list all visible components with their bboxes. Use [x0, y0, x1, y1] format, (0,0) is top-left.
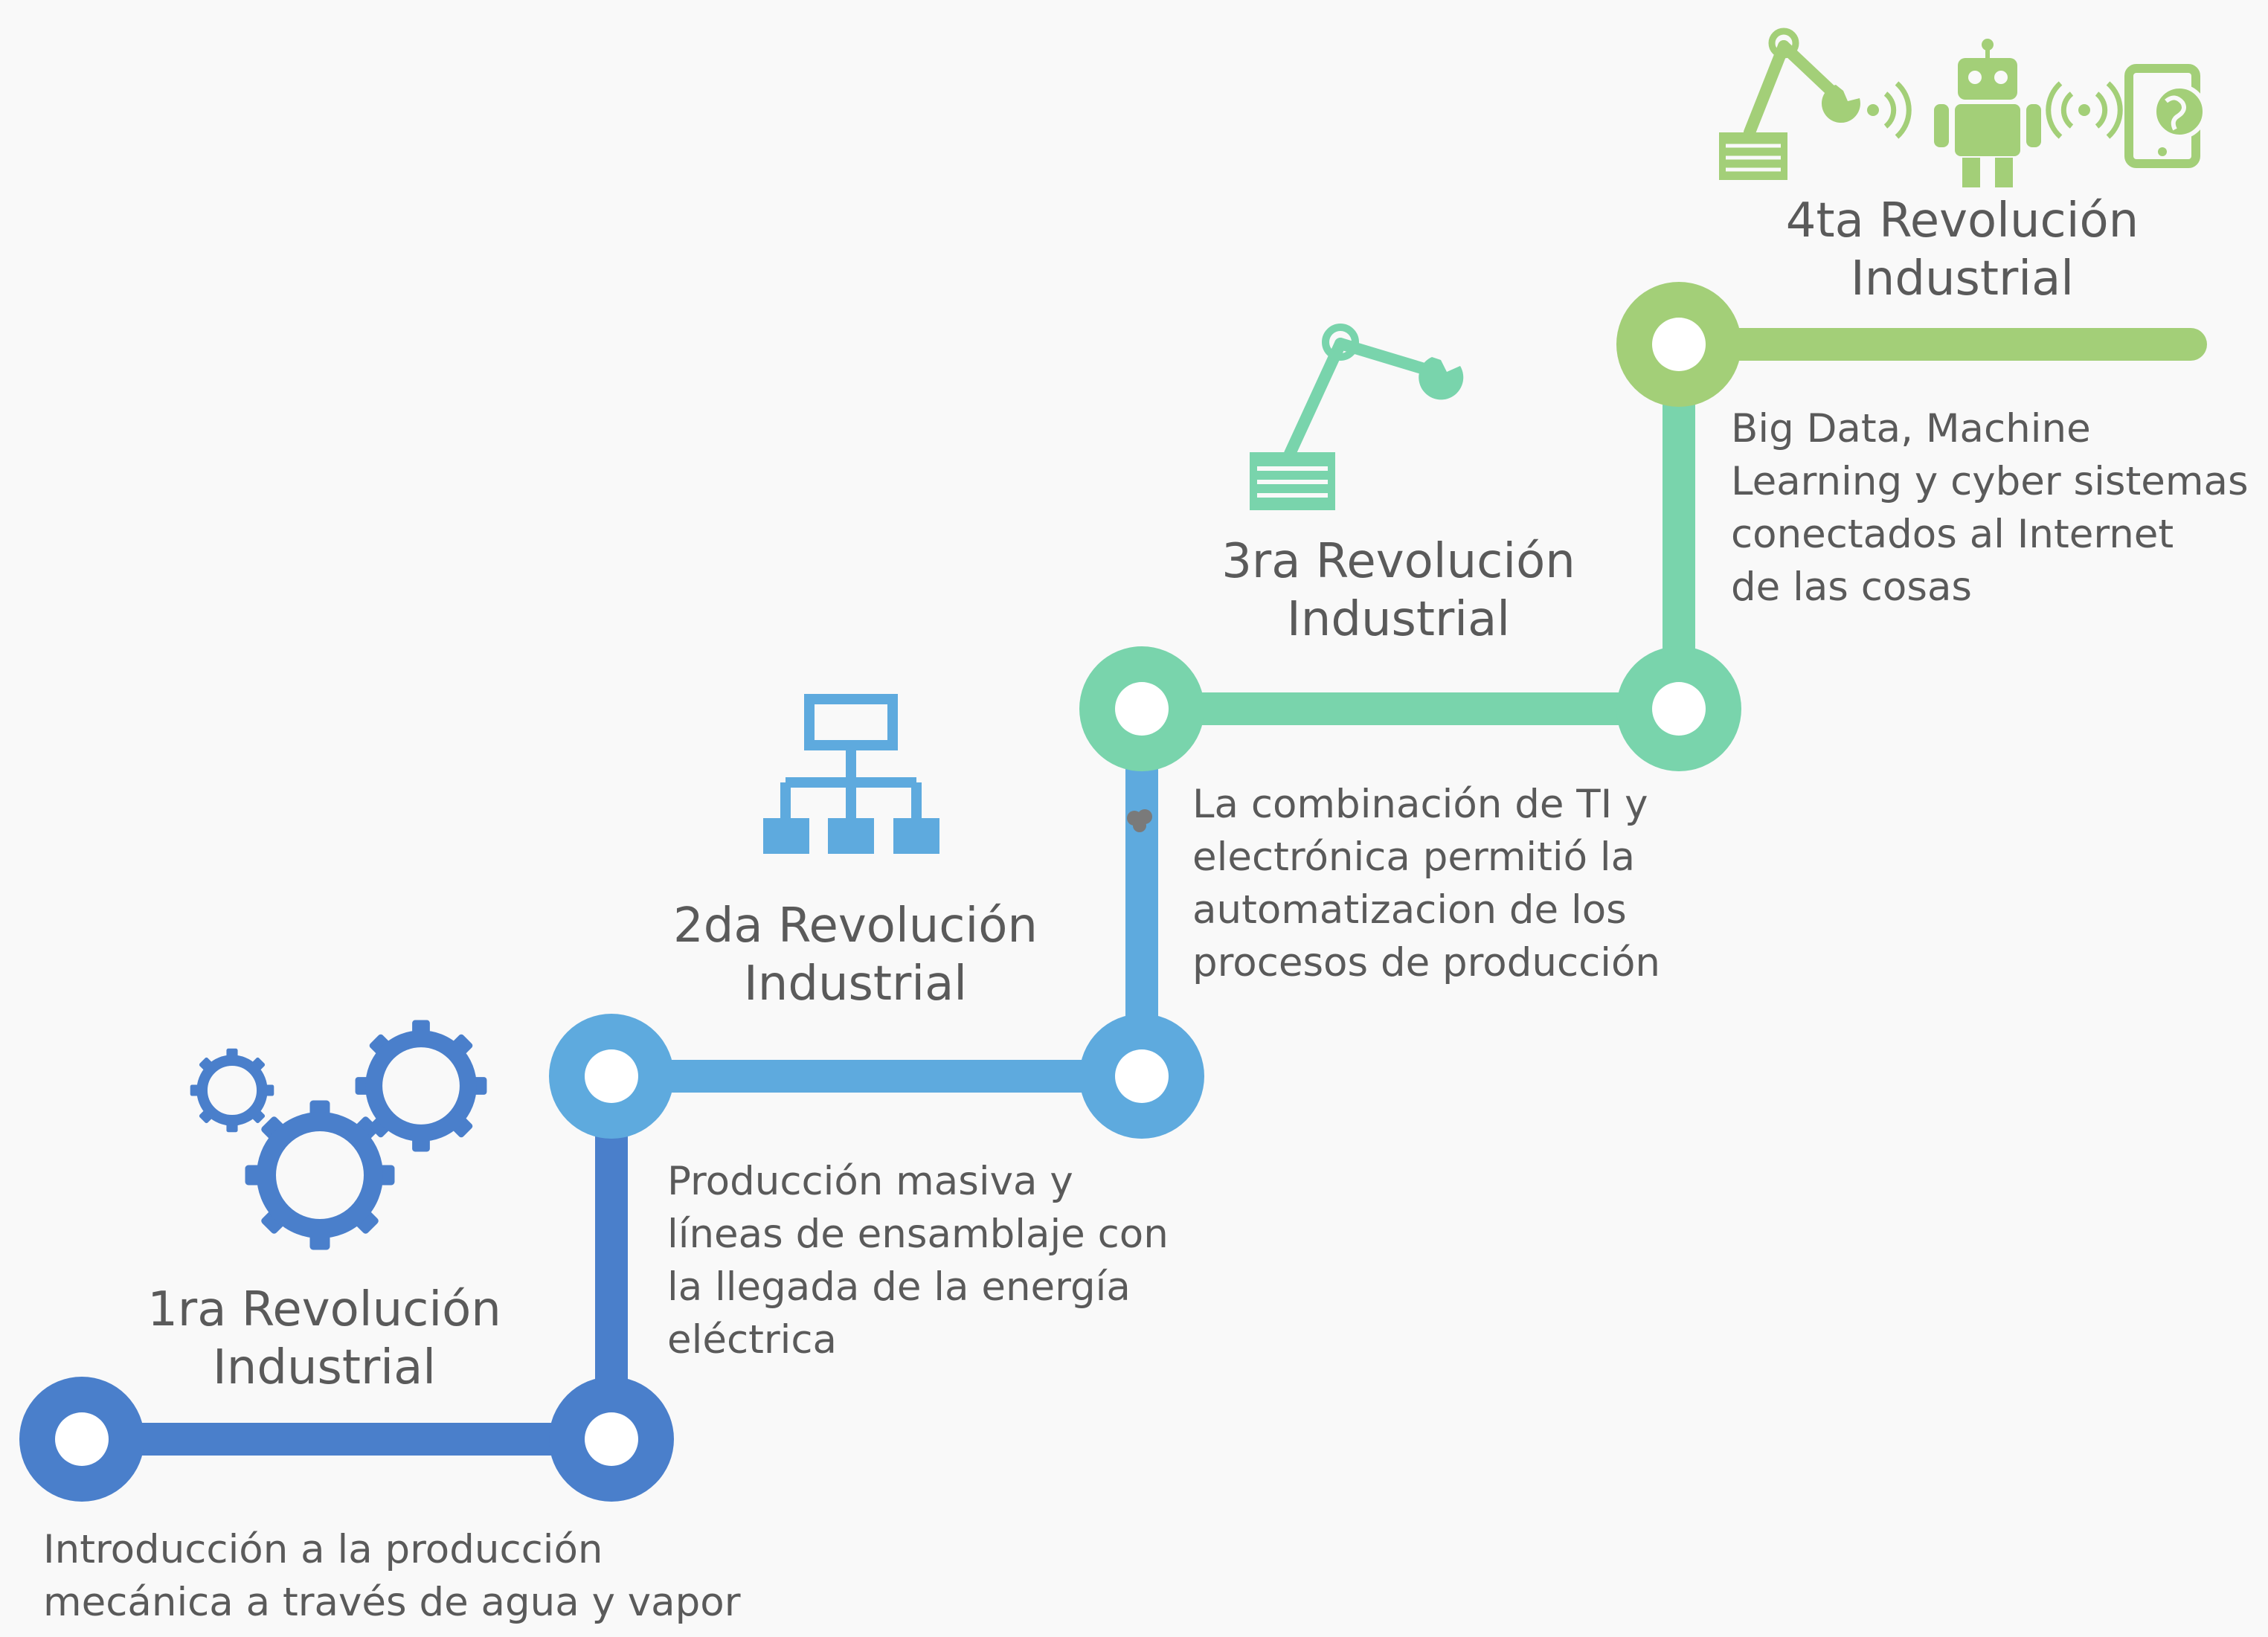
stage-1-description: Introducción a la producción mecánica a … [43, 1527, 741, 1625]
stage-4-title-line1: 4ta Revolución [1785, 193, 2139, 248]
stage-1-title: 1ra Revolución Industrial [101, 1281, 547, 1397]
stage-3-description: La combinación de TI y electrónica permi… [1192, 782, 1660, 985]
stage-4-title-line2: Industrial [1850, 251, 2075, 306]
stage-2-title-line2: Industrial [743, 956, 968, 1012]
brain-icon [1127, 809, 1152, 832]
stage-4-title: 4ta Revolución Industrial [1739, 192, 2185, 308]
stage-4-description: Big Data, Machine Learning y cyber siste… [1731, 406, 2249, 610]
stage-3-title: 3ra Revolución Industrial [1175, 533, 1622, 649]
stage-3-title-line1: 3ra Revolución [1221, 534, 1575, 589]
timeline-nodes [19, 282, 1741, 1502]
stage-2-title: 2da Revolución Industrial [632, 897, 1079, 1013]
stage-3-title-line2: Industrial [1286, 592, 1511, 647]
connected-devices-icon [1719, 28, 2207, 187]
robotic-arm-icon [1250, 324, 1464, 510]
stage-2-description: Producción masiva y líneas de ensamblaje… [667, 1159, 1169, 1363]
stage-2-title-line1: 2da Revolución [673, 898, 1038, 953]
assembly-hierarchy-icon [763, 694, 939, 854]
stage-1-title-line1: 1ra Revolución [147, 1282, 501, 1337]
stage-1-title-line2: Industrial [212, 1340, 437, 1395]
gears-icon [190, 1020, 486, 1250]
